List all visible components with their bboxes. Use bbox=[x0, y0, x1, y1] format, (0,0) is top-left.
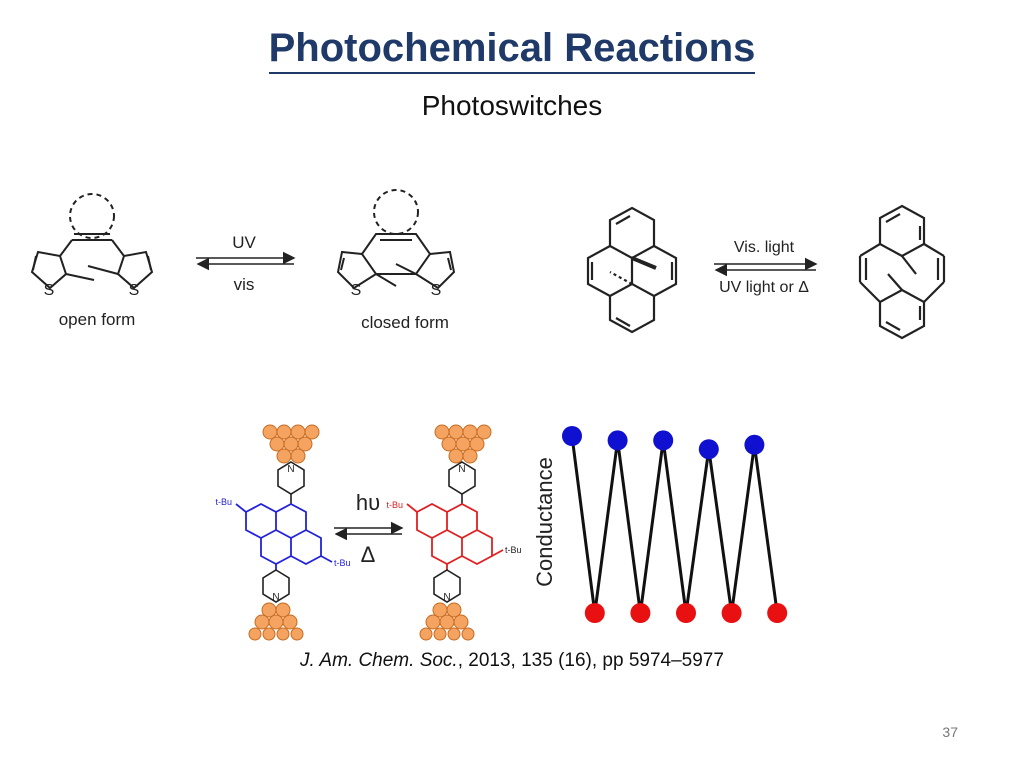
high-conductance-point bbox=[653, 430, 674, 451]
dihydropyrene-structure bbox=[586, 206, 678, 334]
high-conductance-point bbox=[607, 430, 628, 451]
electrode-cluster-bottom-right bbox=[419, 602, 475, 641]
cyclophanediene-closed-red bbox=[406, 502, 504, 570]
arrow-label-delta: Δ bbox=[361, 542, 376, 567]
low-conductance-point bbox=[721, 603, 742, 623]
pyridine-bottom-right bbox=[433, 569, 461, 603]
open-form-label: open form bbox=[59, 310, 136, 329]
conductance-trace bbox=[570, 435, 779, 614]
dihydropyrene-open-blue bbox=[235, 502, 333, 570]
nitrogen-atom-label: N bbox=[443, 592, 450, 603]
pyridine-top-right bbox=[448, 461, 476, 504]
pyridine-top-left bbox=[277, 461, 305, 504]
citation-journal: J. Am. Chem. Soc. bbox=[300, 650, 458, 671]
high-conductance-point bbox=[744, 434, 765, 455]
diarylethene-open-form bbox=[30, 193, 154, 290]
low-conductance-point bbox=[767, 603, 788, 623]
substituent-label: t-Bu bbox=[215, 497, 232, 507]
substituent-label: t-Bu bbox=[505, 545, 522, 555]
sulfur-atom-label: S bbox=[431, 282, 442, 299]
slide-title-text: Photochemical Reactions bbox=[268, 26, 756, 74]
citation-details: , 2013, 135 (16), pp 5974–5977 bbox=[457, 650, 724, 671]
chart-ylabel: Conductance bbox=[532, 457, 557, 587]
nitrogen-atom-label: N bbox=[272, 592, 279, 603]
cyclophanediene-structure bbox=[858, 204, 946, 340]
conductance-chart bbox=[562, 426, 788, 623]
equilibrium-arrow bbox=[196, 251, 296, 271]
pyridine-bottom-left bbox=[262, 569, 290, 603]
arrow-label-vis: vis bbox=[234, 275, 255, 294]
electrode-cluster-top-left bbox=[262, 424, 320, 464]
sulfur-atom-label: S bbox=[44, 282, 55, 299]
nitrogen-atom-label: N bbox=[458, 464, 465, 475]
equilibrium-arrow bbox=[714, 257, 818, 277]
substituent-label: t-Bu bbox=[386, 500, 403, 510]
slide-title: Photochemical Reactions bbox=[0, 26, 1024, 74]
sulfur-atom-label: S bbox=[129, 282, 140, 299]
high-conductance-point bbox=[698, 439, 719, 460]
electrode-cluster-top-right bbox=[434, 424, 492, 464]
page-number: 37 bbox=[942, 724, 958, 740]
citation: J. Am. Chem. Soc., 2013, 135 (16), pp 59… bbox=[0, 650, 1024, 672]
arrow-label-uv-light: UV light or Δ bbox=[719, 279, 809, 296]
low-conductance-point bbox=[584, 603, 605, 623]
slide-subtitle: Photoswitches bbox=[421, 90, 603, 121]
low-conductance-point bbox=[630, 603, 651, 623]
sulfur-atom-label: S bbox=[351, 282, 362, 299]
arrow-label-vis-light: Vis. light bbox=[734, 239, 795, 256]
electrode-cluster-bottom-left bbox=[248, 602, 304, 641]
arrow-label-uv: UV bbox=[232, 233, 256, 252]
substituent-label: t-Bu bbox=[334, 558, 351, 568]
high-conductance-point bbox=[562, 426, 582, 446]
low-conductance-point bbox=[676, 603, 696, 623]
closed-form-label: closed form bbox=[361, 313, 449, 332]
nitrogen-atom-label: N bbox=[287, 464, 294, 475]
equilibrium-arrow bbox=[334, 521, 404, 541]
diarylethene-closed-form bbox=[336, 189, 456, 290]
arrow-label-h-upsilon: hυ bbox=[356, 490, 380, 515]
